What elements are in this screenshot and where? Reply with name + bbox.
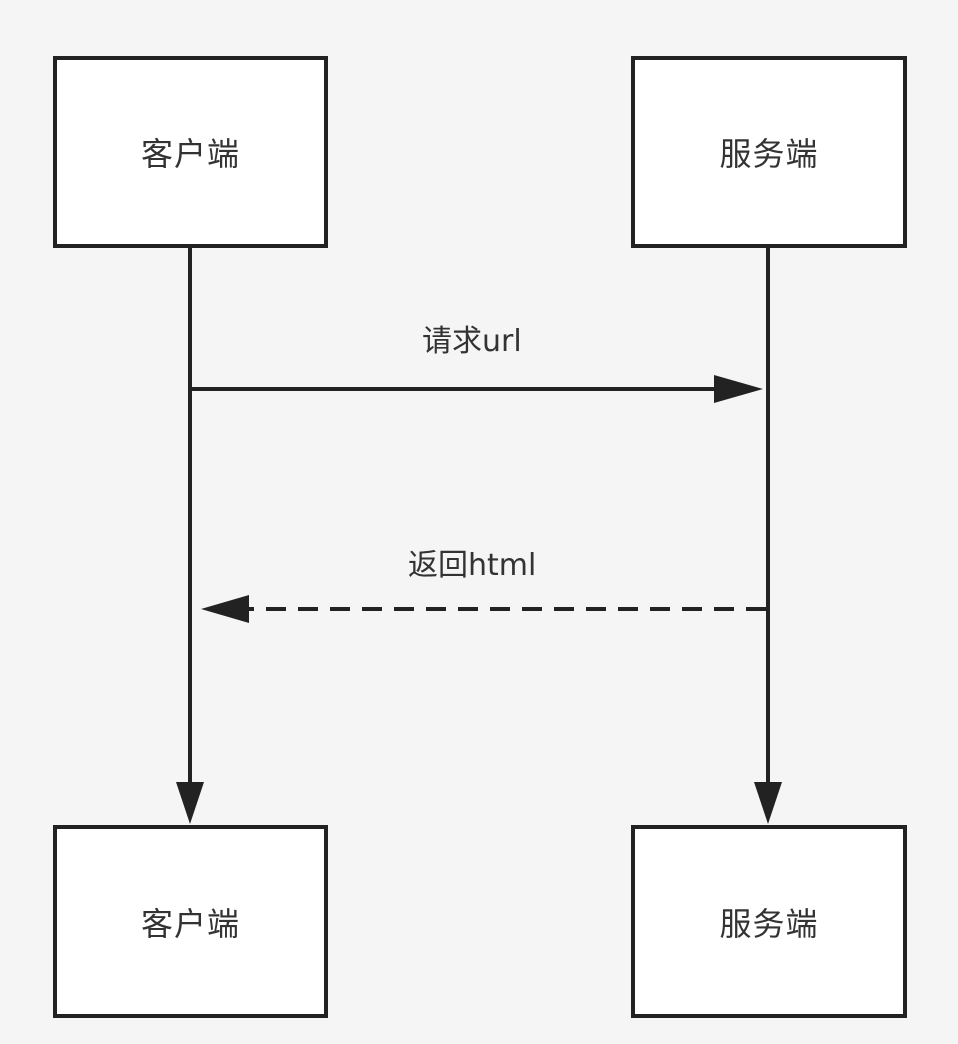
response-message-label: 返回html	[408, 548, 537, 583]
server-box-bottom: 服务端	[631, 825, 907, 1018]
server-lifeline-arrowhead	[754, 782, 782, 824]
client-box-bottom: 客户端	[53, 825, 328, 1018]
client-box-bottom-label: 客户端	[140, 904, 240, 943]
server-box-top: 服务端	[631, 56, 907, 248]
request-arrowhead	[714, 375, 763, 403]
server-box-top-label: 服务端	[719, 135, 819, 173]
response-arrowhead	[201, 595, 249, 623]
client-lifeline-arrowhead	[176, 782, 204, 824]
client-box-top-label: 客户端	[140, 135, 240, 173]
server-box-bottom-label: 服务端	[719, 904, 819, 943]
request-message-label: 请求url	[422, 324, 522, 359]
client-box-top: 客户端	[53, 56, 328, 248]
